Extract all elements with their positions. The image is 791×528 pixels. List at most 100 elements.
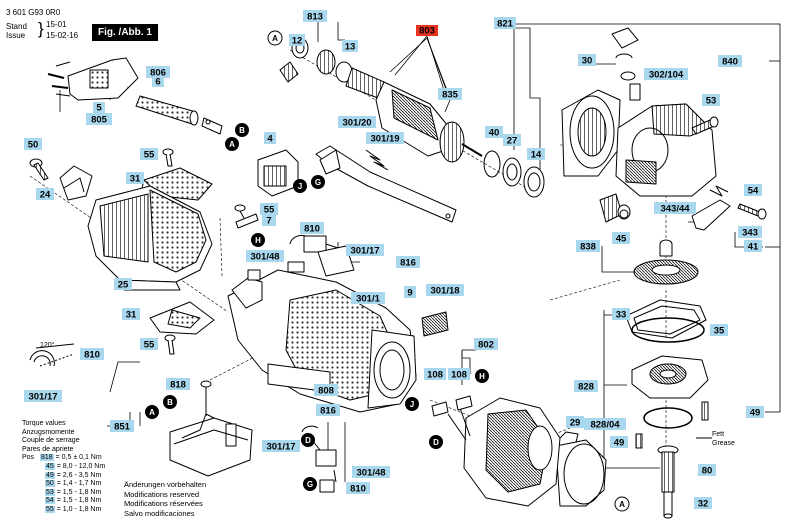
bearing-14 [523, 166, 545, 198]
screw-53 [691, 116, 719, 135]
bearing-flange [561, 89, 621, 177]
svg-text:7: 7 [266, 216, 271, 227]
handle-housing [87, 185, 213, 291]
label-301-19: 301/19 [366, 132, 404, 145]
label-45: 45 [612, 232, 630, 245]
label-25: 25 [114, 278, 132, 291]
svg-text:49: 49 [750, 408, 761, 419]
svg-text:27: 27 [507, 136, 518, 147]
label-12: 12 [289, 34, 305, 47]
torque-row: 54 = 1,5 - 1,8 Nm [45, 497, 102, 505]
doc-number: 3 601 G93 0R0 [6, 8, 61, 17]
svg-text:14: 14 [531, 150, 542, 161]
svg-text:802: 802 [478, 340, 494, 351]
label-805: 805 [86, 113, 112, 126]
ref-circle-A-top: A [267, 30, 283, 46]
svg-text:B: B [239, 126, 245, 135]
screw-54 [737, 203, 767, 220]
guard-ring [555, 431, 607, 507]
brace: } [38, 19, 44, 38]
svg-text:828/04: 828/04 [590, 420, 620, 431]
svg-text:9: 9 [407, 288, 412, 299]
terminal-block-top [317, 245, 355, 277]
label-343-44: 343/44 [654, 202, 696, 215]
label-24: 24 [36, 188, 54, 201]
label-828-04: 828/04 [584, 418, 626, 431]
gear-head [615, 103, 717, 197]
svg-text:40: 40 [489, 128, 500, 139]
label-30: 30 [578, 54, 596, 67]
svg-text:108: 108 [427, 370, 443, 381]
torque-title-en: Torque values [22, 420, 66, 427]
svg-text:J: J [298, 182, 302, 191]
nut-45 [619, 209, 629, 219]
ref-circle-A-left: A [145, 405, 159, 419]
switch-slider [315, 145, 457, 223]
label-840: 840 [718, 55, 742, 68]
fan-clip [279, 61, 299, 83]
label-810-left: 810 [80, 348, 104, 361]
svg-text:851: 851 [114, 422, 131, 433]
torque-title-de: Anzugsmomente [22, 428, 75, 436]
svg-text:301/1: 301/1 [356, 294, 380, 305]
torque-title-es: Pares de apriete [22, 445, 74, 453]
svg-text:49: 49 [614, 438, 625, 449]
ref-circle-A-plug: A [225, 137, 239, 151]
svg-text:55: 55 [144, 150, 155, 161]
svg-text:D: D [305, 436, 311, 445]
svg-text:835: 835 [442, 90, 459, 101]
torque-title-fr: Couple de serrage [22, 437, 80, 445]
label-27: 27 [503, 134, 521, 147]
svg-text:55: 55 [264, 205, 275, 216]
svg-text:301/17: 301/17 [266, 442, 295, 453]
label-9: 9 [404, 286, 416, 299]
screw-55-middle [234, 204, 259, 229]
svg-text:840: 840 [722, 57, 738, 68]
label-54: 54 [744, 184, 762, 197]
label-80: 80 [698, 464, 716, 477]
label-838: 838 [576, 240, 600, 253]
svg-text:6: 6 [155, 77, 160, 88]
label-851: 851 [110, 420, 134, 433]
svg-text:31: 31 [126, 310, 137, 321]
svg-text:818: 818 [170, 380, 186, 391]
label-810-bottom: 810 [346, 482, 370, 495]
label-55-middle: 55 [260, 203, 278, 216]
svg-text:821: 821 [497, 19, 514, 30]
screw-55-top [162, 148, 174, 167]
label-301-48-top: 301/48 [246, 250, 284, 263]
torque-row: 53 = 1,5 - 1,8 Nm [45, 488, 102, 496]
torque-row: 50 = 1,4 - 1,7 Nm [45, 480, 102, 488]
label-41: 41 [744, 240, 762, 253]
notice-en: Modifications reserved [124, 489, 200, 499]
torque-row: 45 = 8,0 - 12,0 Nm [45, 463, 106, 470]
slider-spring [365, 149, 389, 171]
screw-55-bottom [164, 334, 176, 355]
o-ring-828-04 [643, 407, 693, 429]
label-13: 13 [342, 40, 358, 53]
grease-label: Grease [712, 440, 735, 447]
label-301-48-bottom: 301/48 [352, 466, 390, 479]
label-55-bottom: 55 [140, 338, 158, 351]
switch-module [257, 149, 299, 197]
svg-text:343: 343 [742, 228, 758, 239]
label-301-1: 301/1 [351, 292, 385, 305]
svg-text:J: J [410, 400, 414, 409]
screw-818 [200, 380, 212, 416]
spindle-lock-button [611, 27, 641, 101]
connector-top [287, 261, 305, 273]
svg-text:41: 41 [748, 242, 759, 253]
cover-plate-bottom [149, 301, 215, 335]
svg-text:301/48: 301/48 [250, 252, 279, 263]
svg-text:45: 45 [616, 234, 627, 245]
svg-text:A: A [619, 500, 625, 509]
label-32: 32 [694, 497, 712, 510]
label-301-17-bottom: 301/17 [262, 440, 300, 453]
label-802: 802 [474, 338, 498, 351]
svg-text:808: 808 [318, 386, 334, 397]
svg-text:816: 816 [400, 258, 416, 269]
label-4: 4 [264, 132, 276, 145]
torque-row: 818 = 0,5 ± 0,1 Nm [40, 454, 102, 462]
